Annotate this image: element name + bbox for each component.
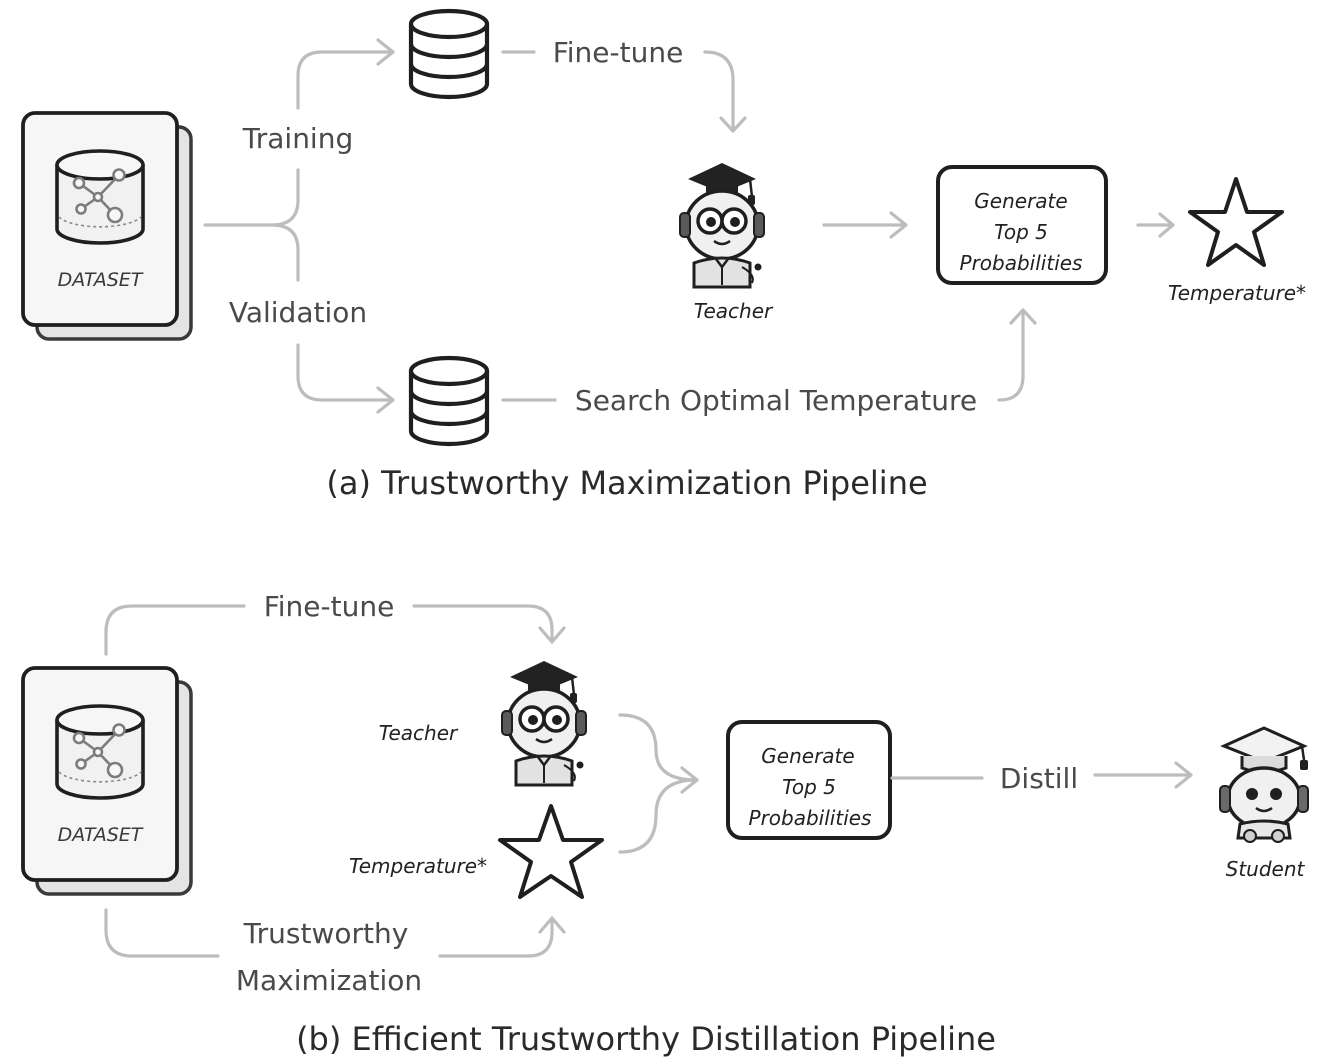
student-label: Student (1226, 857, 1306, 881)
caption-a: (a) Trustworthy Maximization Pipeline (326, 464, 927, 502)
teacher-to-generate-arrow (822, 211, 908, 239)
student-icon (1218, 726, 1310, 844)
split-connector (203, 168, 300, 282)
generate-line-3: Probabilities (960, 251, 1083, 275)
finetune-arrow (703, 50, 747, 133)
finetune-label: Fine-tune (264, 590, 395, 623)
temperature-star-icon (1188, 177, 1284, 267)
training-label: Training (242, 122, 353, 155)
validation-database-icon (411, 358, 487, 444)
trust-arrow (438, 916, 566, 958)
generate-box (936, 165, 1108, 285)
trust-line-left (104, 908, 220, 958)
temperature-label: Temperature* (1168, 281, 1306, 305)
generate-to-star-arrow (1136, 212, 1175, 238)
merge-connector (618, 713, 699, 854)
generate-line-3: Probabilities (749, 806, 872, 830)
trust-line-2: Maximization (236, 964, 422, 997)
trust-line-1: Trustworthy (243, 917, 409, 950)
generate-line-2: Top 5 (782, 775, 836, 799)
generate-box (726, 720, 892, 840)
temperature-star-icon (498, 804, 604, 899)
validation-label: Validation (229, 296, 367, 329)
distill-arrow (1093, 761, 1193, 789)
teacher-label: Teacher (694, 299, 774, 323)
pipeline-a: DATASET Training Validation Fine-tune Te… (21, 11, 1306, 502)
dataset-label: DATASET (58, 824, 144, 846)
teacher-icon (678, 161, 766, 289)
search-label: Search Optimal Temperature (575, 384, 977, 417)
generate-line-2: Top 5 (994, 220, 1048, 244)
teacher-icon (500, 659, 588, 787)
finetune-arrow (412, 604, 566, 644)
validation-arrow (296, 343, 395, 414)
pipeline-b: DATASET Fine-tune Teacher Trustworthy Ma… (21, 590, 1310, 1058)
finetune-label: Fine-tune (553, 36, 684, 69)
training-arrow (296, 38, 395, 110)
dataset-label: DATASET (58, 269, 144, 291)
temperature-label: Temperature* (349, 854, 487, 878)
generate-line-1: Generate (974, 189, 1067, 213)
distill-label: Distill (1000, 762, 1078, 795)
dataset-icon (21, 111, 193, 341)
training-database-icon (411, 11, 487, 97)
finetune-line-left (104, 604, 246, 656)
teacher-label: Teacher (379, 721, 459, 745)
dataset-icon (21, 666, 193, 896)
caption-b: (b) Efficient Trustworthy Distillation P… (296, 1020, 996, 1058)
search-arrow (997, 308, 1037, 402)
generate-line-1: Generate (761, 744, 854, 768)
